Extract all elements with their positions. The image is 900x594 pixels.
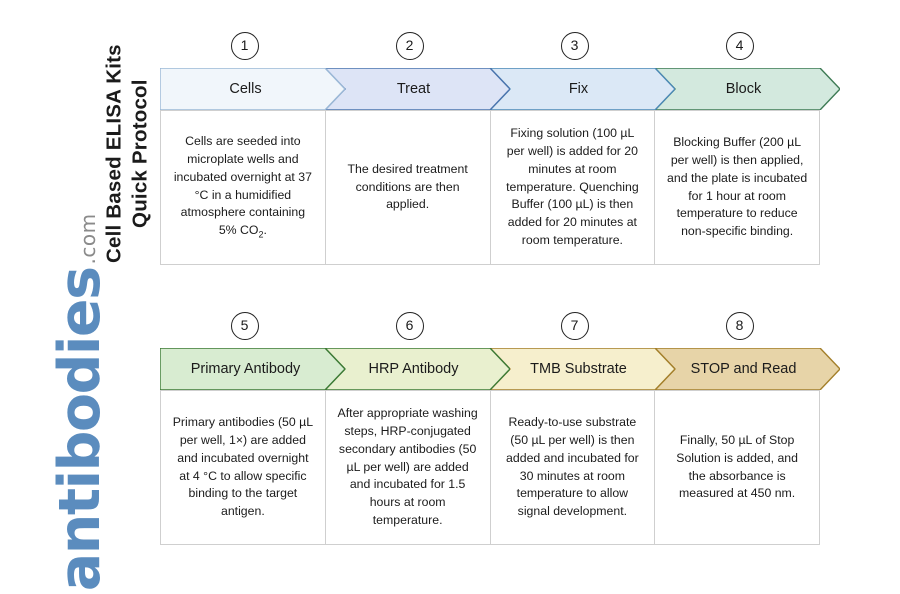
- chevron-step-3[interactable]: Fix: [490, 68, 675, 110]
- step-number-badge-8: 8: [725, 312, 754, 340]
- step-number-badge-4: 4: [725, 32, 754, 60]
- description-cell-step-7: Ready-to-use substrate (50 µL per well) …: [491, 391, 656, 544]
- description-text: Ready-to-use substrate (50 µL per well) …: [506, 415, 639, 519]
- chevron-step-1[interactable]: Cells: [160, 68, 345, 110]
- step-number-badge-7: 7: [560, 312, 589, 340]
- brand-logo-word: antibodies: [46, 267, 113, 592]
- chevron-band: Cells Treat Fix Block: [160, 68, 840, 110]
- step-number-badge-5: 5: [230, 312, 259, 340]
- step-number-badge-1: 1: [230, 32, 259, 60]
- description-cell-step-2: The desired treatment conditions are the…: [326, 111, 491, 264]
- protocol-title: Cell Based ELISA Kits Quick Protocol: [0, 0, 151, 300]
- chevron-step-label: HRP Antibody: [368, 361, 459, 377]
- description-cell-step-3: Fixing solution (100 µL per well) is add…: [491, 111, 656, 264]
- chevron-step-2[interactable]: Treat: [325, 68, 510, 110]
- brand-logo: antibodies .com: [2, 213, 152, 591]
- description-text: Finally, 50 µL of Stop Solution is added…: [676, 432, 798, 501]
- description-cell-step-8: Finally, 50 µL of Stop Solution is added…: [655, 391, 820, 544]
- chevron-step-6[interactable]: HRP Antibody: [325, 348, 510, 390]
- brand-logo-tld: .com: [76, 213, 101, 265]
- chevron-step-7[interactable]: TMB Substrate: [490, 348, 675, 390]
- chevron-step-label: Primary Antibody: [190, 361, 301, 377]
- description-text: Blocking Buffer (200 µL per well) is the…: [667, 135, 808, 239]
- chevron-step-label: Treat: [396, 81, 431, 97]
- description-band: Primary antibodies (50 µL per well, 1×) …: [160, 390, 820, 545]
- chevron-step-8[interactable]: STOP and Read: [655, 348, 840, 390]
- description-text: Cells are seeded into microplate wells a…: [173, 134, 312, 240]
- step-number-badge-6: 6: [395, 312, 424, 340]
- chevron-step-label: Fix: [568, 81, 589, 97]
- description-text: The desired treatment conditions are the…: [347, 161, 468, 212]
- description-text: Primary antibodies (50 µL per well, 1×) …: [172, 415, 314, 519]
- description-text: Fixing solution (100 µL per well) is add…: [506, 126, 639, 248]
- description-cell-step-5: Primary antibodies (50 µL per well, 1×) …: [161, 391, 326, 544]
- step-number-badge-2: 2: [395, 32, 424, 60]
- chevron-step-label: Cells: [229, 81, 262, 97]
- chevron-step-label: TMB Substrate: [530, 361, 627, 377]
- chevron-band: Primary Antibody HRP Antibody TMB Substrat…: [160, 348, 840, 390]
- description-cell-step-1: Cells are seeded into microplate wells a…: [161, 111, 326, 264]
- step-number-badge-3: 3: [560, 32, 589, 60]
- description-cell-step-6: After appropriate washing steps, HRP-con…: [326, 391, 491, 544]
- chevron-step-4[interactable]: Block: [655, 68, 840, 110]
- page-title-line-2: Quick Protocol: [128, 79, 151, 228]
- description-cell-step-4: Blocking Buffer (200 µL per well) is the…: [655, 111, 820, 264]
- description-band: Cells are seeded into microplate wells a…: [160, 110, 820, 265]
- chevron-step-label: Block: [725, 81, 762, 97]
- chevron-step-5[interactable]: Primary Antibody: [160, 348, 345, 390]
- step-number-strip: 1 2 3 4: [160, 32, 820, 64]
- page-title-line-1: Cell Based ELISA Kits: [102, 44, 126, 263]
- description-text: After appropriate washing steps, HRP-con…: [337, 406, 478, 528]
- step-number-strip: 5 6 7 8: [160, 312, 820, 344]
- chevron-step-label: STOP and Read: [690, 361, 797, 377]
